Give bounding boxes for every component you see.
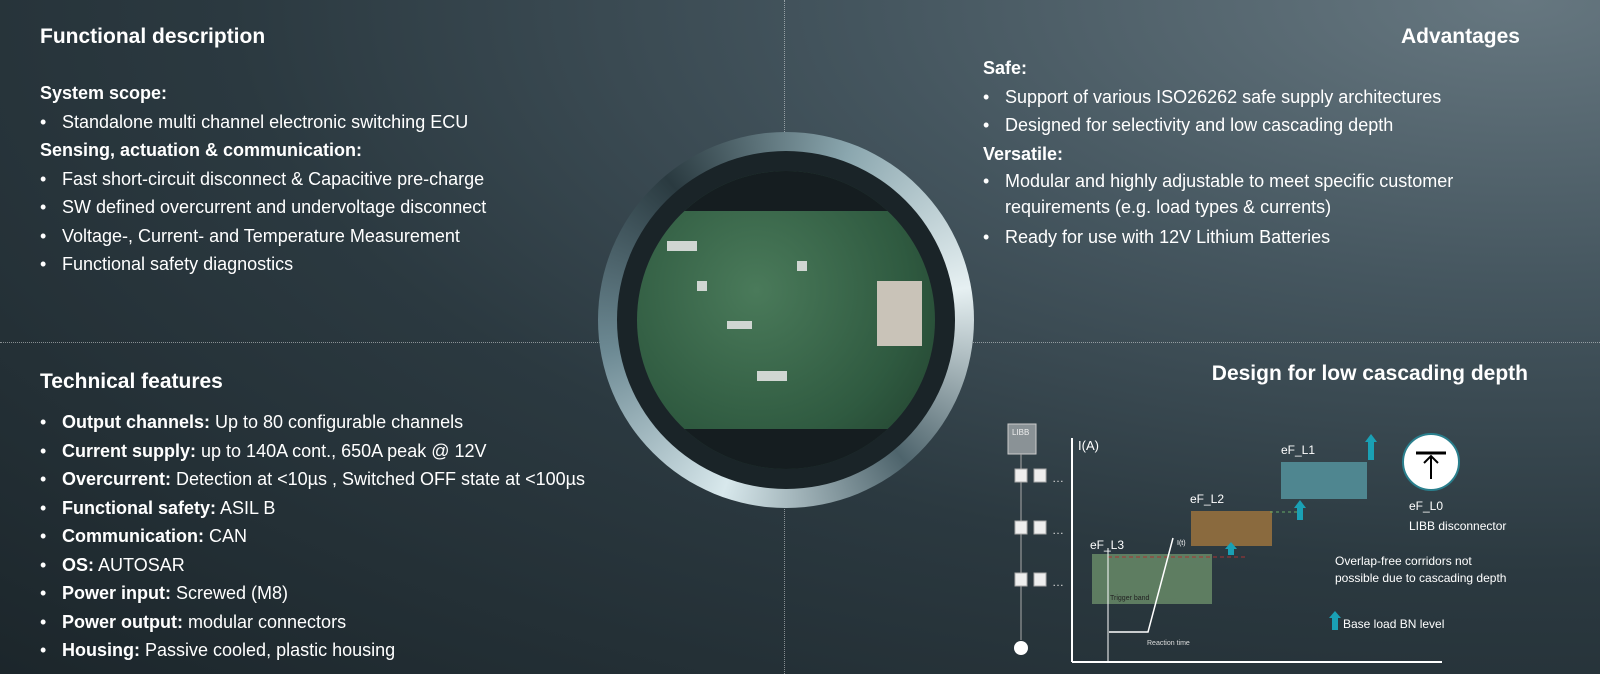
base-load-arrows	[1225, 434, 1377, 630]
trigger-band-label: Trigger band	[1110, 595, 1150, 602]
libb-box	[1007, 423, 1037, 455]
pcb-component	[757, 371, 787, 381]
technical-section: Output channels: Up to 80 configurable c…	[40, 408, 585, 665]
feature-item: Output channels: Up to 80 configurable c…	[40, 408, 585, 437]
l0-label: eF_L0	[1409, 499, 1443, 513]
feature-value: ASIL B	[216, 497, 276, 518]
feature-label: Power output:	[62, 611, 183, 632]
safe-heading: Safe:	[983, 58, 1028, 78]
functional-title: Functional description	[40, 25, 266, 48]
advantages-section: Safe: Support of various ISO26262 safe s…	[983, 54, 1543, 252]
disconnector-arrow	[1423, 454, 1439, 479]
dots: …	[1052, 523, 1064, 537]
feature-label: OS:	[62, 554, 95, 575]
l0-description: LIBB disconnector	[1409, 519, 1506, 533]
pcb-component	[667, 241, 697, 251]
pcb-edge	[637, 429, 935, 469]
list-item: Designed for selectivity and low cascadi…	[983, 111, 1543, 140]
feature-value: Screwed (M8)	[171, 583, 289, 603]
l1-label: eF_L1	[1281, 443, 1315, 457]
feature-label: Overcurrent:	[62, 469, 172, 489]
functional-section: System scope: Standalone multi channel e…	[40, 79, 486, 279]
feature-value: CAN	[204, 526, 248, 546]
feature-label: Functional safety:	[62, 497, 217, 518]
feature-item: Functional safety: ASIL B	[40, 494, 585, 523]
list-item: Support of various ISO26262 safe supply …	[983, 83, 1543, 112]
note-line-2: possible due to cascading depth	[1335, 571, 1506, 585]
feature-item: Power input: Screwed (M8)	[40, 579, 585, 608]
list-item: Modular and highly adjustable to meet sp…	[983, 168, 1543, 223]
feature-label: Current supply:	[62, 440, 197, 461]
feature-item: Current supply: up to 140A cont., 650A p…	[40, 437, 585, 466]
pcb-component	[697, 281, 707, 291]
scope-heading: System scope:	[40, 83, 168, 103]
fuse-icon	[1014, 641, 1028, 655]
feature-value: Passive cooled, plastic housing	[140, 640, 396, 660]
list-item: Functional safety diagnostics	[40, 250, 486, 279]
cascading-diagram: LIBB … … … I(A) I(t) eF_L3 Trigger band …	[1007, 423, 1506, 663]
feature-value: AUTOSAR	[94, 554, 185, 575]
list-item: SW defined overcurrent and undervoltage …	[40, 193, 486, 222]
dots: …	[1052, 471, 1064, 485]
feature-label: Housing:	[62, 640, 140, 660]
current-curve	[1109, 537, 1174, 633]
feature-label: Communication:	[62, 526, 204, 546]
l2-corridor	[1191, 511, 1272, 546]
feature-value: up to 140A cont., 650A peak @ 12V	[196, 440, 487, 461]
feature-value: Detection at <10µs , Switched OFF state …	[171, 469, 585, 489]
feature-item: Communication: CAN	[40, 522, 585, 551]
technical-title: Technical features	[40, 370, 223, 393]
pcb-component	[877, 281, 922, 346]
pcb-image	[637, 171, 935, 469]
advantages-title: Advantages	[1400, 25, 1520, 48]
list-item: Fast short-circuit disconnect & Capaciti…	[40, 165, 486, 194]
l2-label: eF_L2	[1190, 492, 1224, 506]
list-item: Ready for use with 12V Lithium Batteries	[983, 223, 1543, 252]
feature-item: Power output: modular connectors	[40, 608, 585, 637]
dots: …	[1052, 575, 1064, 589]
feature-item: Overcurrent: Detection at <10µs , Switch…	[40, 465, 585, 494]
feature-value: Up to 80 configurable channels	[210, 412, 464, 432]
pcb-component	[797, 261, 807, 271]
note-line-1: Overlap-free corridors not	[1335, 554, 1472, 568]
reaction-time-label: Reaction time	[1147, 640, 1190, 647]
diagram-title: Design for low cascading depth	[1211, 362, 1528, 385]
list-item: Standalone multi channel electronic swit…	[40, 108, 486, 137]
feature-label: Output channels:	[62, 412, 210, 432]
legend-label: Base load BN level	[1343, 617, 1444, 631]
l3-corridor	[1092, 554, 1212, 604]
feature-label: Power input:	[62, 583, 171, 603]
y-axis-label: I(A)	[1078, 438, 1099, 453]
pcb-edge	[637, 171, 935, 211]
feature-value: modular connectors	[182, 611, 347, 632]
feature-item: Housing: Passive cooled, plastic housing	[40, 636, 585, 665]
l1-corridor	[1281, 462, 1367, 499]
versatile-heading: Versatile:	[983, 143, 1064, 164]
libb-label: LIBB	[1012, 428, 1029, 437]
feature-item: OS: AUTOSAR	[40, 551, 585, 580]
sensing-heading: Sensing, actuation & communication:	[40, 140, 363, 160]
it-label: I(t)	[1177, 540, 1186, 547]
switch-icons	[1014, 468, 1047, 587]
pcb-component	[727, 321, 752, 329]
list-item: Voltage-, Current- and Temperature Measu…	[40, 222, 486, 251]
l3-label: eF_L3	[1090, 538, 1124, 552]
